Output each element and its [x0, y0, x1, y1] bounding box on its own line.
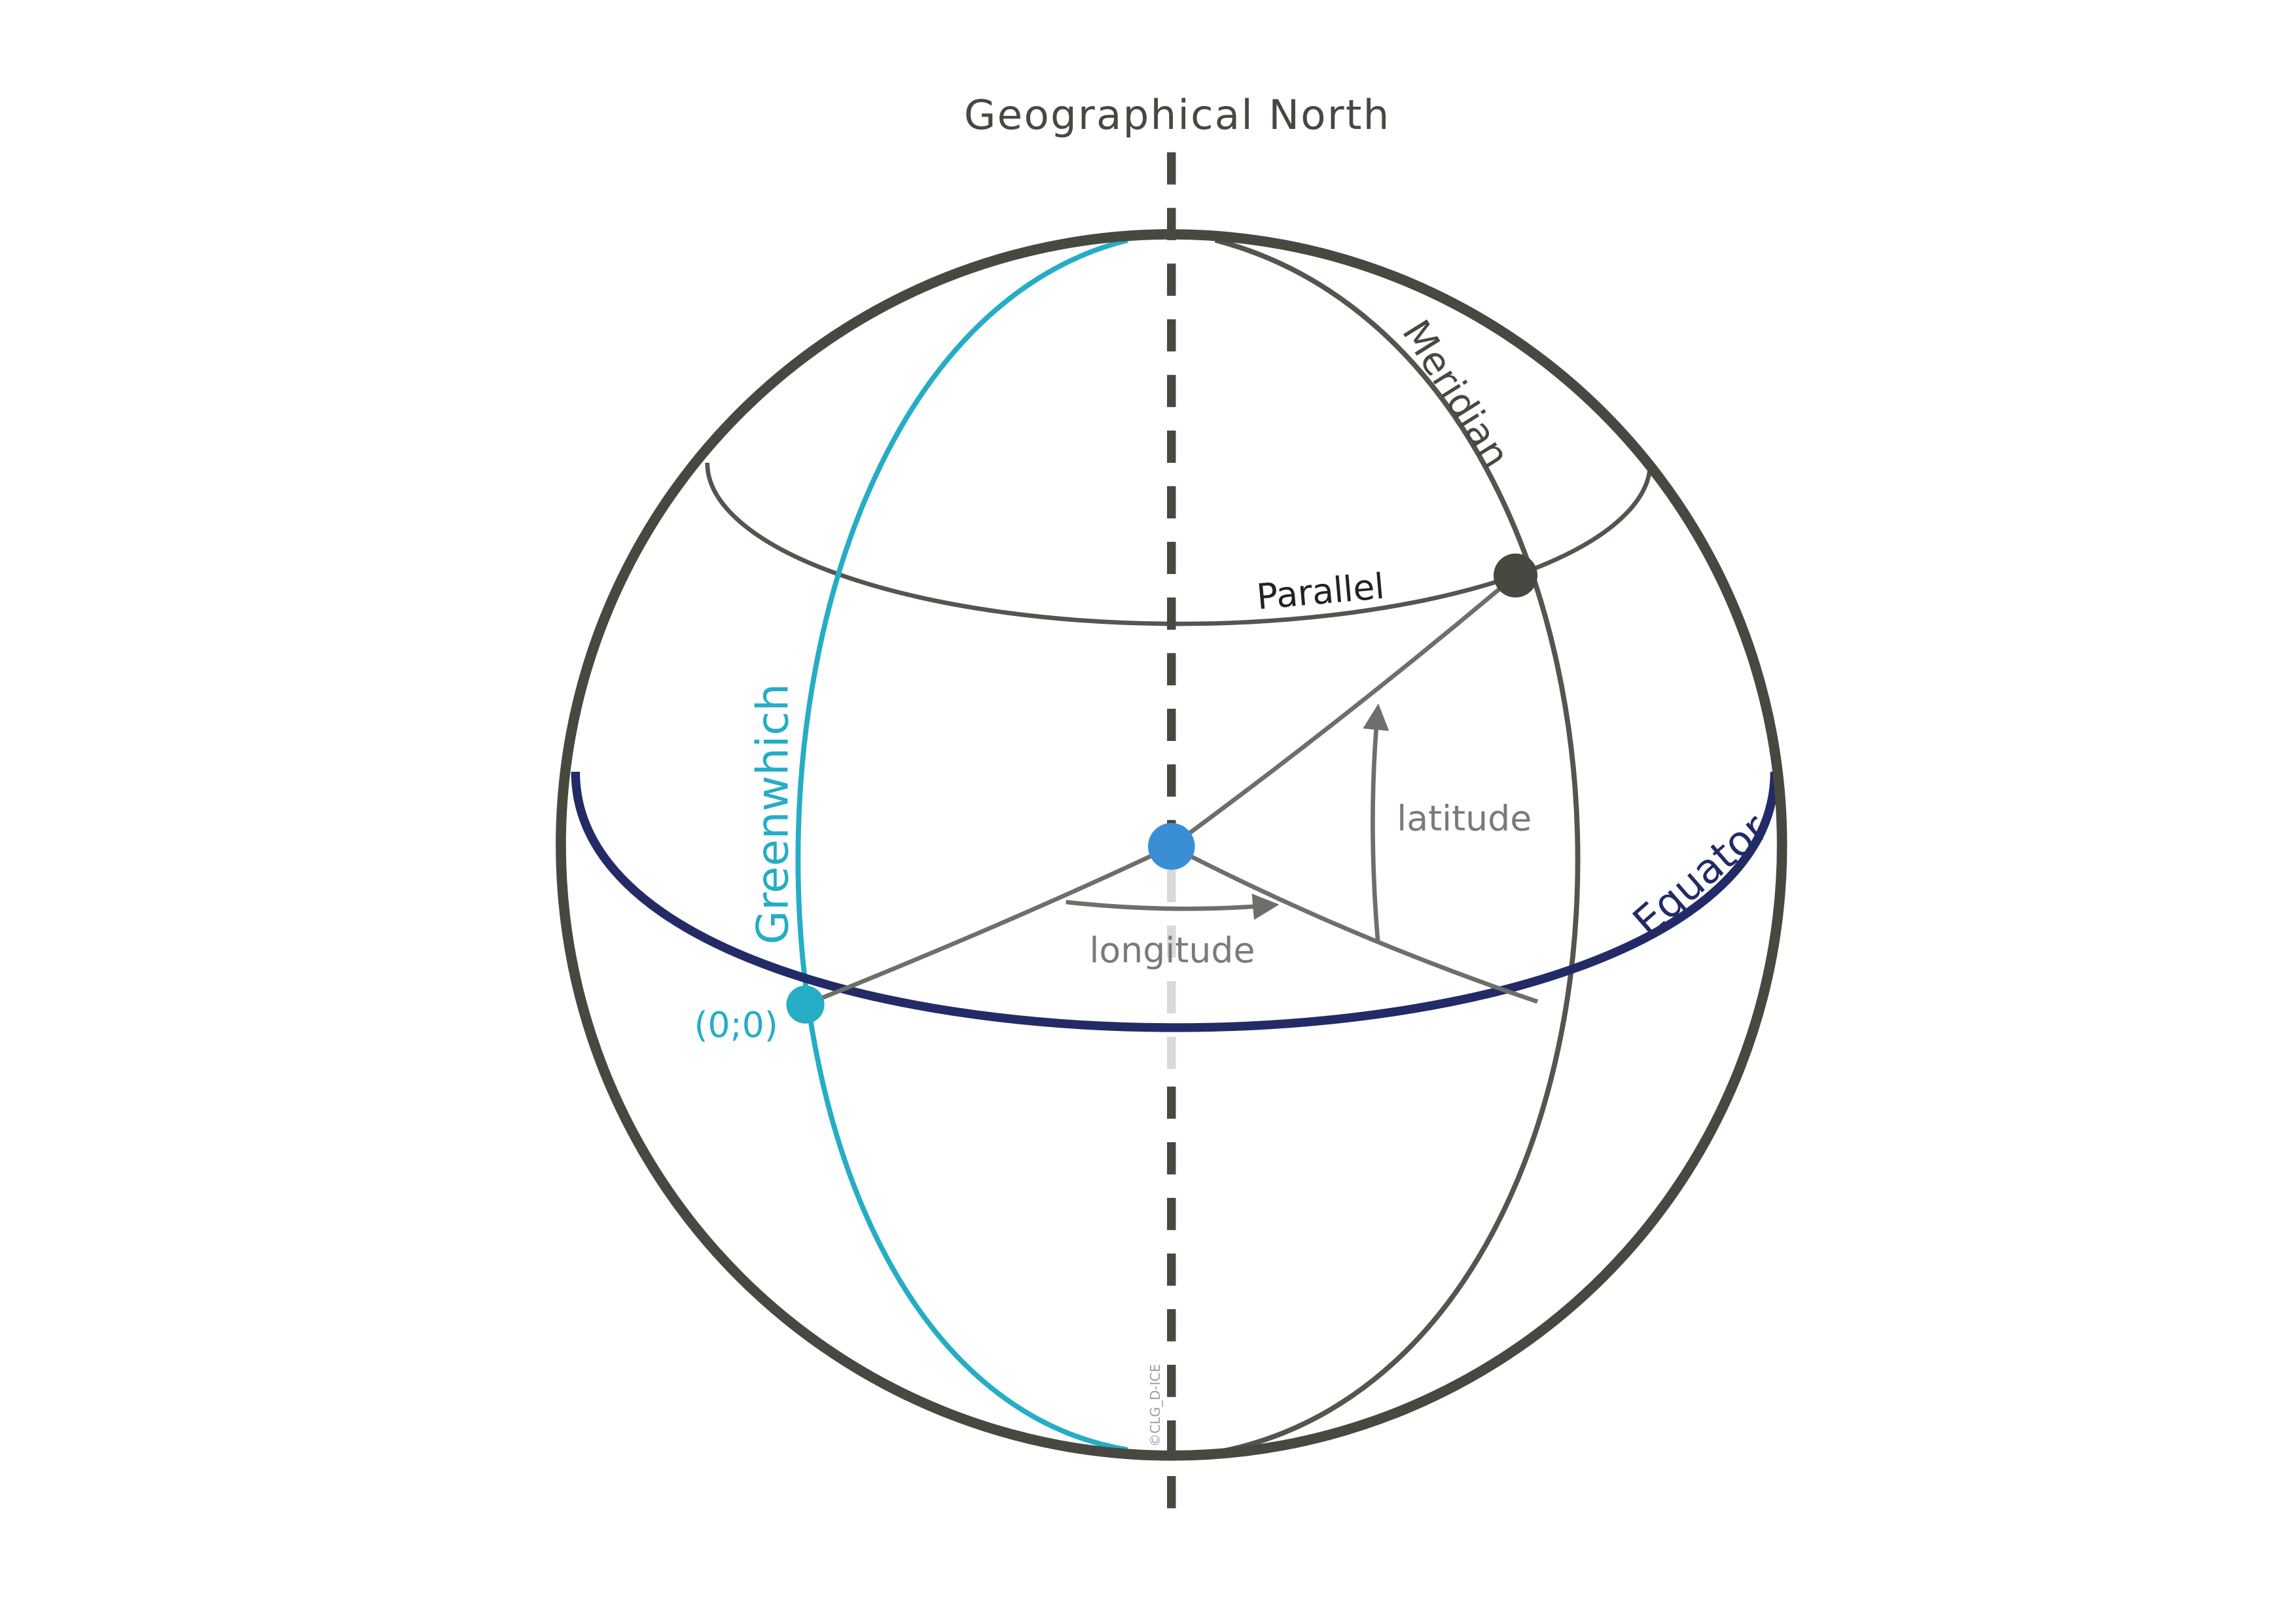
meridian-label: Meridian	[1393, 312, 1518, 475]
sphere-outline	[556, 229, 1787, 1461]
center-point	[1148, 823, 1195, 870]
radius-to-origin	[804, 844, 1173, 1007]
latitude-label: latitude	[1397, 797, 1532, 839]
meridian-line	[1214, 238, 1581, 1456]
radius-to-point	[1170, 573, 1517, 848]
credit-label: ©CLG_D-ICE	[1147, 1364, 1163, 1447]
origin-label: (0;0)	[694, 1004, 778, 1045]
greenwhich-label: Greenwhich	[747, 683, 798, 945]
equator-line	[571, 771, 1780, 1032]
greenwich-meridian-line	[795, 238, 1128, 1453]
longitude-arc	[1066, 893, 1280, 920]
north-label: Geographical North	[964, 91, 1391, 139]
latitude-arc	[1363, 703, 1390, 942]
location-point	[1493, 553, 1538, 598]
radius-to-equator	[1170, 844, 1539, 1004]
parallel-line	[705, 462, 1653, 626]
origin-point	[786, 985, 825, 1024]
longitude-label: longitude	[1090, 929, 1255, 971]
equator-label: Equator	[1624, 804, 1777, 947]
